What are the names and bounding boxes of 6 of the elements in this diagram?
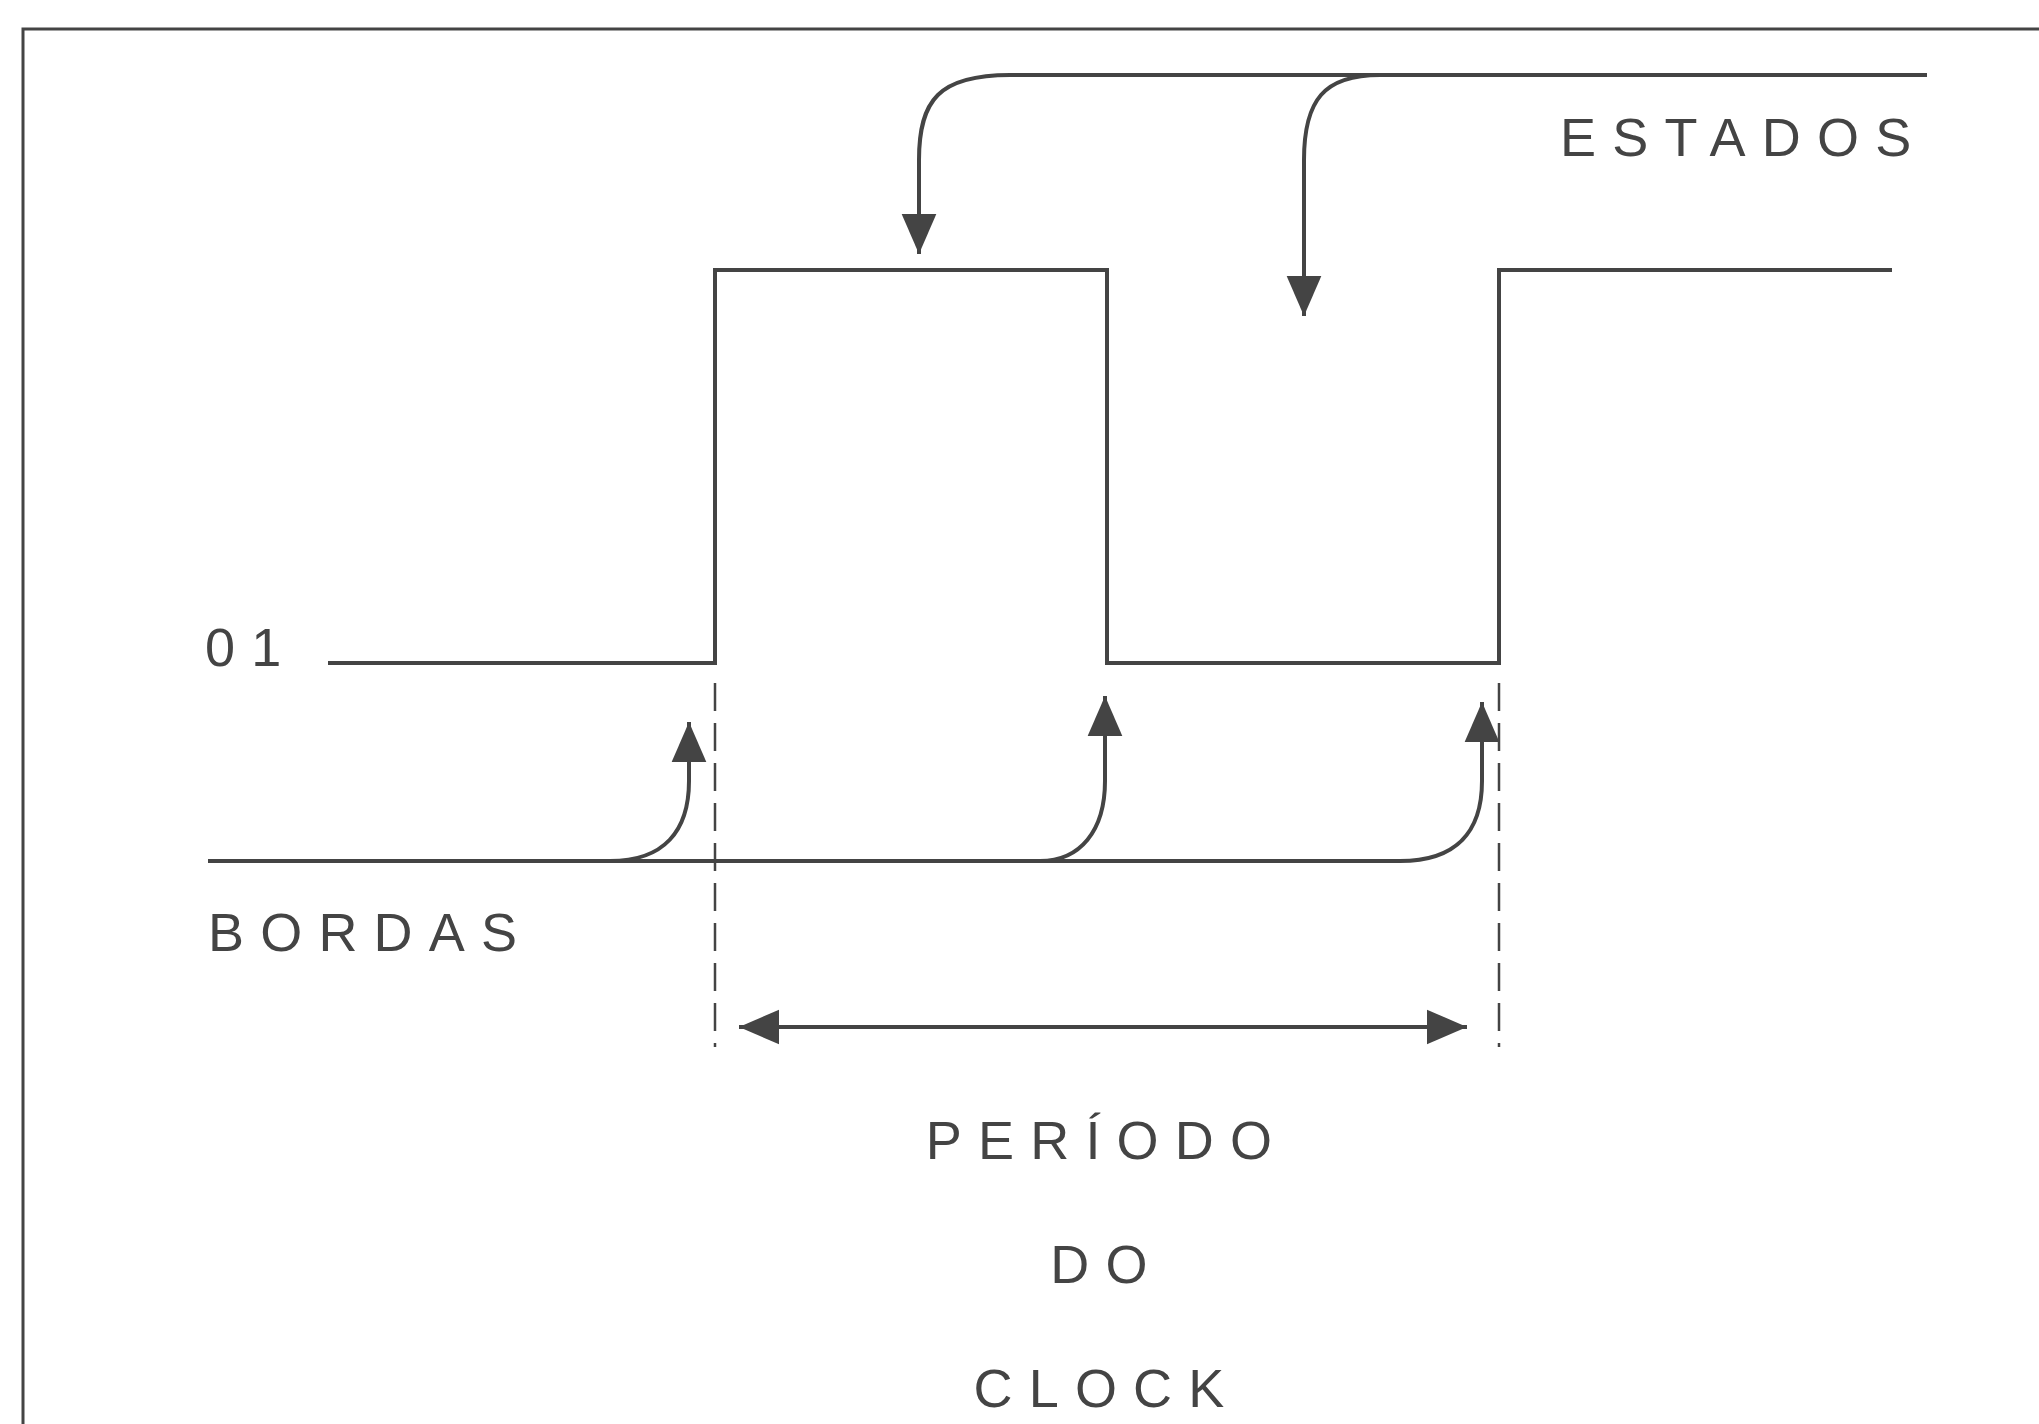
period-label: PERÍODO DO CLOCK — [924, 1109, 1290, 1420]
signal-label: ESTADOS — [1560, 110, 1928, 164]
leader-arrow — [208, 702, 1500, 863]
signal-label: BORDAS — [208, 905, 534, 959]
leader-arrow — [1286, 73, 1927, 316]
signal-name: 01 — [205, 620, 298, 674]
